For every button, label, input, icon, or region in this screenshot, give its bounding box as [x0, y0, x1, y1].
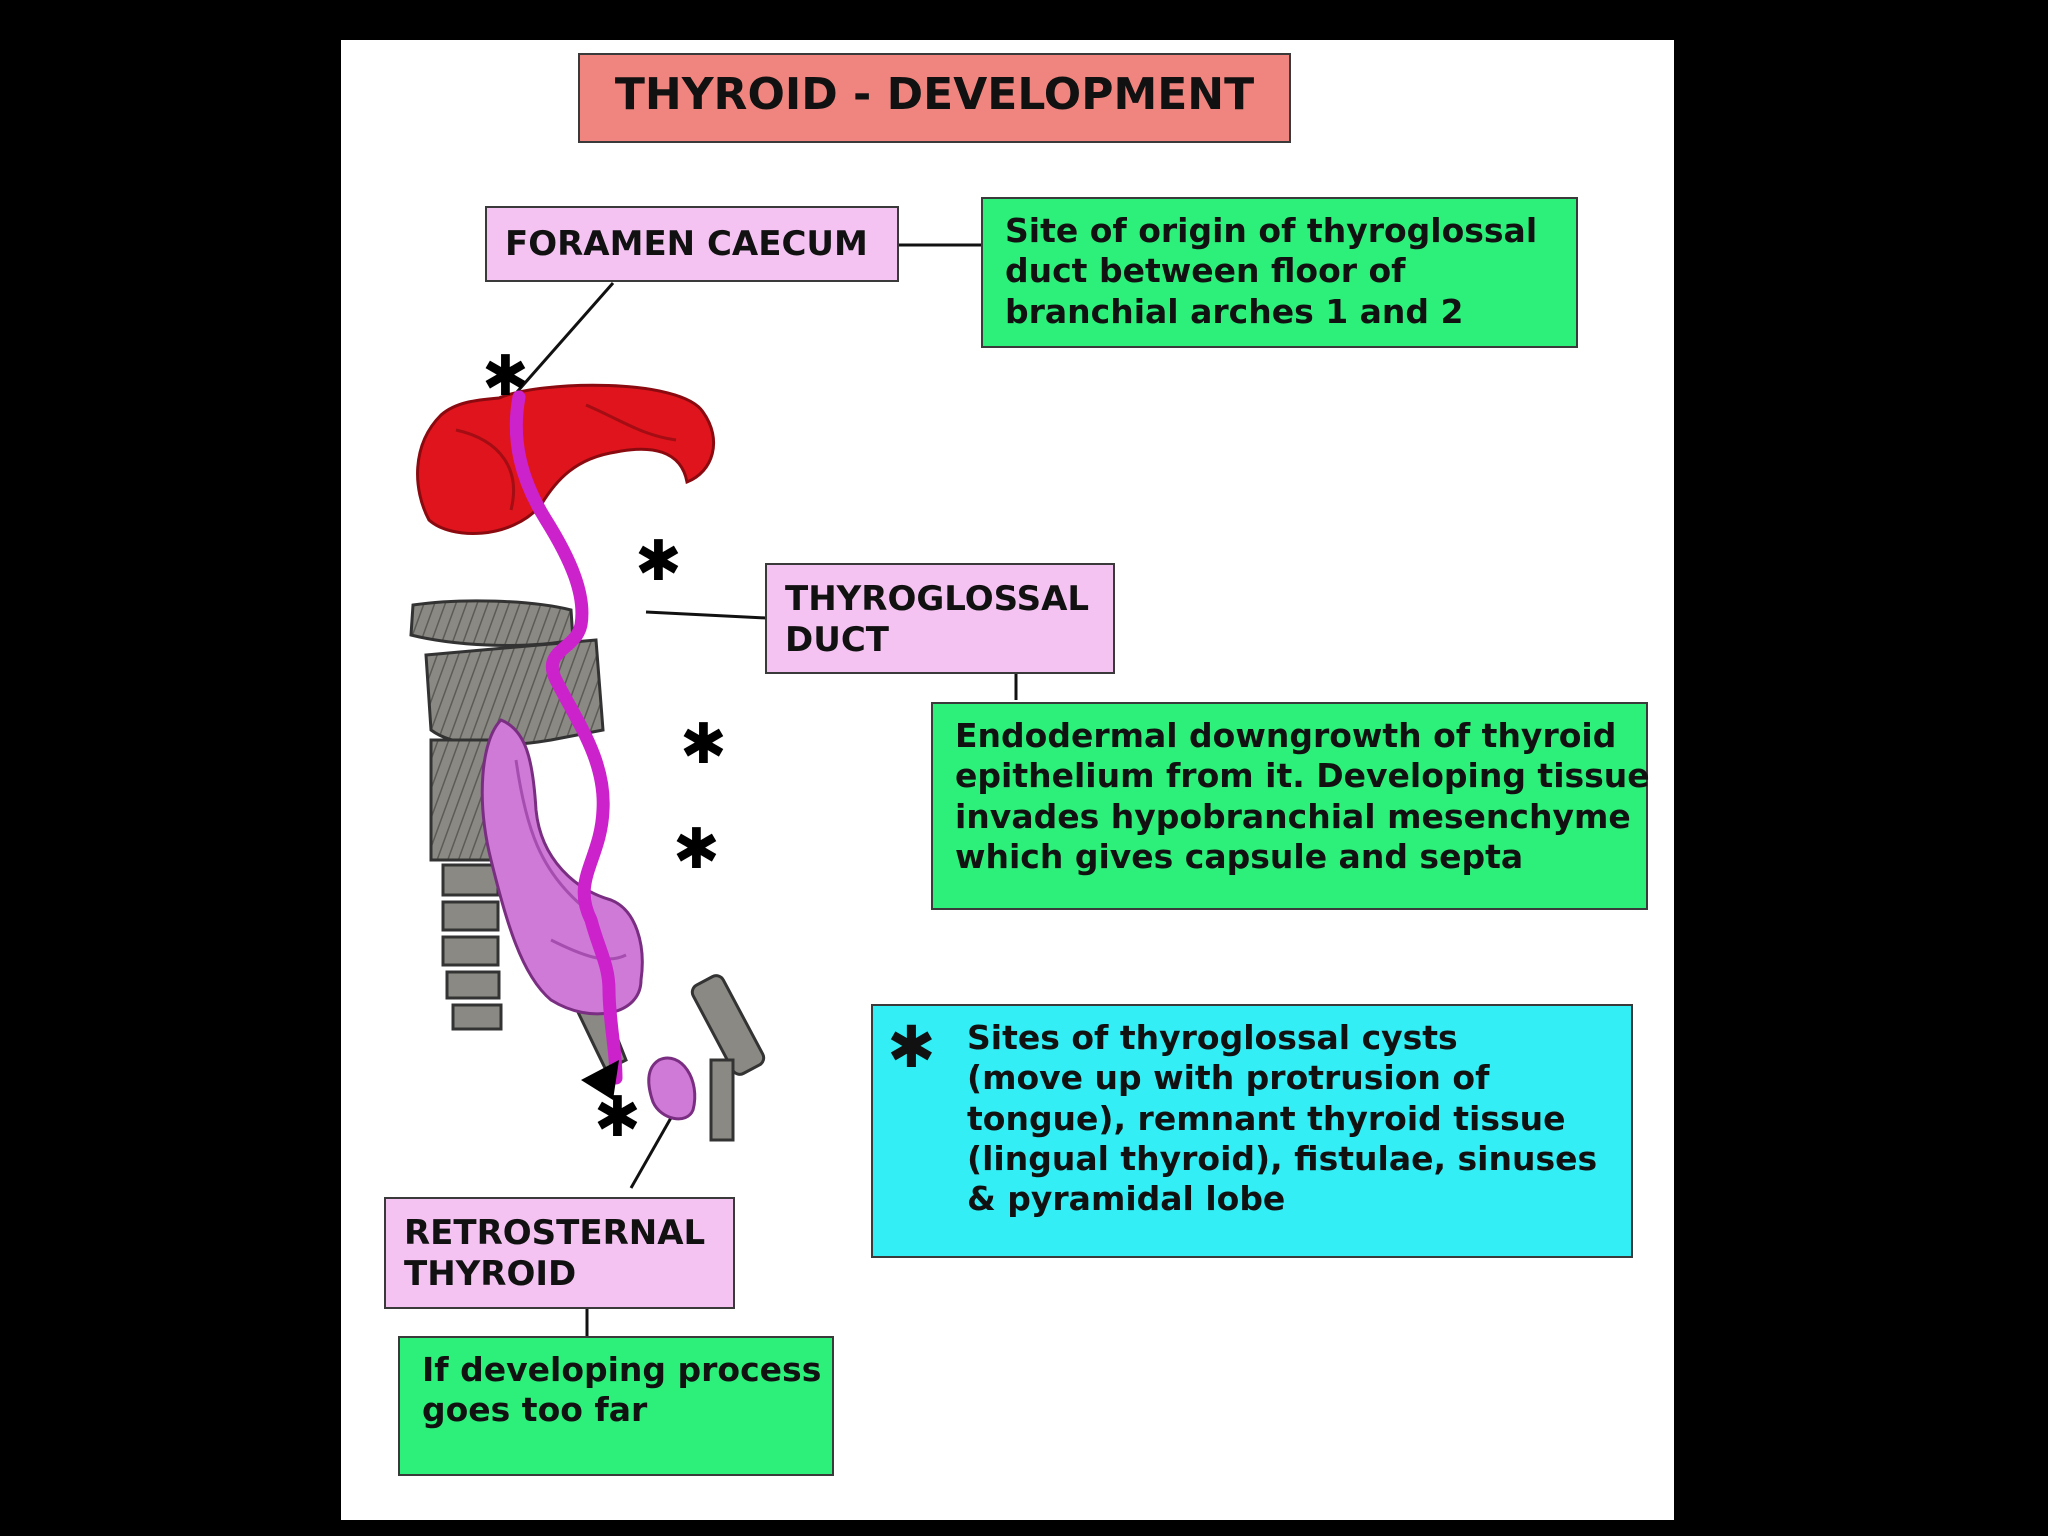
- cyst-markers: ✱ ✱ ✱ ✱ ✱: [482, 344, 727, 1150]
- note-line: (move up with protrusion of: [967, 1058, 1490, 1098]
- retro-label-line: RETROSTERNAL: [404, 1213, 706, 1253]
- foramen-caecum-note: Site of origin of thyroglossal duct betw…: [981, 197, 1578, 348]
- retrosternal-thyroid-label: RETROSTERNAL THYROID: [384, 1197, 735, 1309]
- slide: ✱ ✱ ✱ ✱ ✱ THYROID - DEVELOPMENT FORAMEN …: [341, 40, 1674, 1520]
- thyroglossal-duct-note: Endodermal downgrowth of thyroid epithel…: [931, 702, 1650, 910]
- duct-label-line: DUCT: [785, 620, 889, 661]
- foramen-caecum-label: FORAMEN CAECUM: [485, 206, 899, 282]
- note-line: branchial arches 1 and 2: [1005, 291, 1464, 331]
- thyroid-gland: [480, 718, 644, 1016]
- cyst-sites-note: ✱ Sites of thyroglossal cysts (move up w…: [871, 1004, 1633, 1258]
- note-line: & pyramidal lobe: [967, 1179, 1286, 1218]
- page-title: THYROID - DEVELOPMENT: [578, 53, 1291, 143]
- marker-lower-duct: ✱: [673, 817, 720, 882]
- retro-label-line: THYROID: [404, 1254, 577, 1295]
- note-line: invades hypobranchial mesenchyme: [955, 796, 1631, 836]
- illustration: ✱ ✱ ✱ ✱ ✱: [409, 243, 1018, 1337]
- arrowhead: [581, 1060, 619, 1100]
- tongue-shape: [416, 383, 715, 535]
- note-line: If developing process: [422, 1350, 822, 1389]
- thyroglossal-duct-label: THYROGLOSSAL DUCT: [765, 563, 1115, 674]
- note-line: Endodermal downgrowth of thyroid: [955, 716, 1617, 755]
- note-line: Site of origin of thyroglossal: [1005, 211, 1538, 250]
- note-line: tongue), remnant thyroid tissue: [967, 1098, 1566, 1138]
- note-line: duct between floor of: [1005, 251, 1406, 291]
- duct-label-line: THYROGLOSSAL: [785, 579, 1090, 619]
- page-title-text: THYROID - DEVELOPMENT: [614, 69, 1255, 120]
- retrosternal-thyroid: [647, 1056, 697, 1121]
- foramen-caecum-text: FORAMEN CAECUM: [505, 224, 868, 264]
- connector-lines: [515, 243, 1018, 1337]
- marker-foramen: ✱: [482, 344, 529, 409]
- marker-upper-duct: ✱: [635, 529, 682, 594]
- note-line: epithelium from it. Developing tissue: [955, 756, 1650, 796]
- note-line: Sites of thyroglossal cysts: [967, 1018, 1458, 1057]
- retrosternal-thyroid-note: If developing process goes too far: [398, 1336, 834, 1476]
- note-line: goes too far: [422, 1390, 648, 1430]
- marker-retrosternal: ✱: [594, 1085, 641, 1150]
- note-line: (lingual thyroid), fistulae, sinuses: [967, 1138, 1598, 1178]
- thyroglossal-duct: [509, 390, 623, 1085]
- asterisk-icon: ✱: [887, 1013, 936, 1081]
- marker-mid-duct: ✱: [680, 712, 727, 777]
- note-line: which gives capsule and septa: [955, 836, 1524, 876]
